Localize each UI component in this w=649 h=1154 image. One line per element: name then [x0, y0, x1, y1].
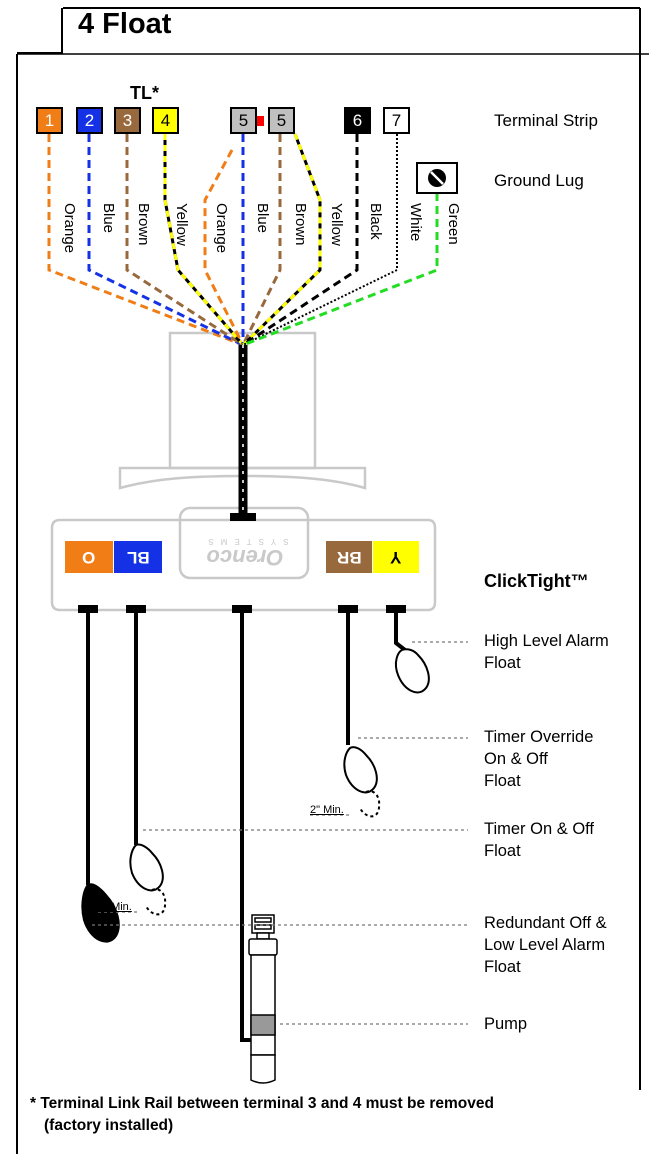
high-level-float: [394, 648, 430, 694]
wire-label-4: Yellow: [173, 203, 190, 246]
label-line: Redundant Off &: [484, 914, 607, 932]
label-line: Float: [484, 772, 521, 790]
connector-block-3: BR: [326, 541, 372, 573]
connector-block-2: BL: [114, 541, 162, 573]
checkbox[interactable]: [17, 8, 63, 54]
ground-lug-icon: [416, 162, 458, 194]
wire-bundle: [47, 133, 439, 347]
pump-label: Pump: [484, 1015, 528, 1033]
connector-block-label: Y: [390, 548, 402, 567]
footnote-line: (factory installed): [44, 1117, 174, 1134]
terminal-6: 5: [268, 107, 295, 134]
timer-float: [129, 843, 167, 916]
logo-name: Orenco: [206, 545, 284, 570]
terminal-7: 6: [344, 107, 371, 134]
wire-label-7: Brown: [292, 203, 309, 246]
label-line: Low Level Alarm: [484, 936, 606, 954]
terminal-1: 1: [36, 107, 63, 134]
connector-block-4: Y: [373, 541, 419, 573]
terminal-8: 7: [383, 107, 410, 134]
label-line: Float: [484, 842, 521, 860]
wire-label-10: White: [407, 203, 424, 242]
wire-label-2: Blue: [100, 203, 117, 234]
wire-label-9: Black: [367, 203, 384, 240]
terminal-2: 2: [76, 107, 103, 134]
label-line: Timer On & Off: [484, 820, 595, 838]
terminal-link-rail: [256, 116, 264, 126]
wire-label-11: Green: [445, 203, 462, 245]
redundant-off-label: Redundant Off & Low Level Alarm Float: [484, 912, 607, 978]
connector-block-label: BR: [336, 548, 362, 567]
min-clearance-label: 2" Min.: [98, 901, 132, 913]
label-line: Float: [484, 958, 521, 976]
label-line: High Level Alarm: [484, 632, 609, 650]
pump: [248, 914, 278, 1084]
wire-label-3: Brown: [135, 203, 152, 246]
timer-override-label: Timer Override On & Off Float: [484, 726, 593, 792]
wire-label-5: Orange: [213, 203, 230, 254]
wire-7: [241, 134, 282, 346]
tl-label: TL*: [130, 83, 159, 103]
connector-block-label: O: [82, 548, 96, 567]
terminal-4: 4: [152, 107, 179, 134]
high-level-label: High Level Alarm Float: [484, 630, 609, 674]
clicktight-label: ClickTight™: [484, 571, 589, 591]
wire-label-8: Yellow: [328, 203, 345, 246]
wire-label-6: Blue: [254, 203, 271, 234]
terminal-3: 3: [114, 107, 141, 134]
wire-9: [242, 134, 359, 347]
label-line: On & Off: [484, 750, 548, 768]
wire-3: [125, 134, 244, 347]
terminal-5: 5: [230, 107, 257, 134]
timer-override-float: [343, 746, 381, 818]
wire-5: [203, 149, 245, 346]
redundant-off-float: [81, 883, 120, 943]
connector-block-1: O: [65, 541, 113, 573]
wire-stripe-4: [163, 134, 245, 346]
label-line: Float: [484, 654, 521, 672]
wire-1: [47, 134, 244, 347]
cable-plug: [230, 513, 256, 521]
terminal-strip-label: Terminal Strip: [494, 111, 598, 130]
wire-10: [242, 134, 398, 346]
orenco-logo: Orenco SYSTEMS: [190, 537, 300, 570]
wire-stripe-8: [241, 133, 322, 347]
footnote: * Terminal Link Rail between terminal 3 …: [30, 1093, 494, 1137]
logo-sub: SYSTEMS: [201, 537, 289, 546]
wire-label-1: Orange: [61, 203, 78, 254]
footnote-line: * Terminal Link Rail between terminal 3 …: [30, 1095, 494, 1112]
connector-block-label: BL: [126, 548, 150, 567]
label-line: Timer Override: [484, 728, 594, 746]
wire-11: [242, 193, 439, 347]
page-title: 4 Float: [78, 8, 172, 40]
wire-2: [87, 134, 244, 347]
min-clearance-label: 2" Min.: [310, 804, 344, 816]
float-cables: [78, 605, 407, 1042]
leader-lines: [92, 641, 468, 1025]
ground-lug-label: Ground Lug: [494, 171, 584, 190]
timer-on-off-label: Timer On & Off Float: [484, 818, 594, 862]
